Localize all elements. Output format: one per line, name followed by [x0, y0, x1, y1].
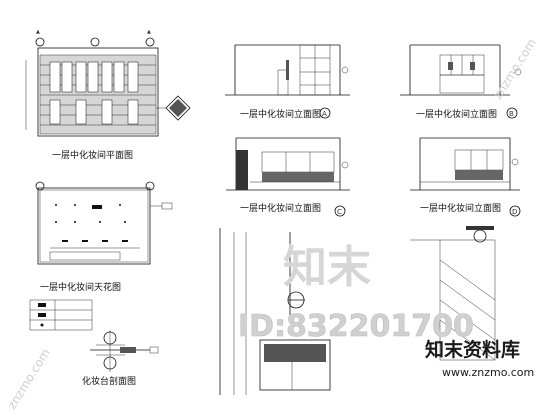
elevation-a-marker: A [322, 110, 327, 118]
elevation-d-marker-circle [509, 205, 521, 217]
ceiling-drawing [35, 181, 173, 265]
watermark-url: www.znzmo.com [442, 366, 534, 379]
legend-table [29, 299, 93, 331]
watermark-big-text: 知末 [283, 242, 371, 293]
section-title: 化妆台剖面图 [82, 375, 136, 387]
detail-drawing [219, 226, 496, 395]
watermark-diagonal-right: znzmo.com [491, 36, 539, 101]
svg-text:▲: ▲ [36, 29, 40, 35]
elevation-c-title: 一层中化妆间立面图 [240, 202, 321, 214]
elevation-d-drawing [410, 137, 520, 191]
elevation-b-drawing [400, 44, 522, 96]
elevation-b-marker: B [509, 110, 514, 118]
elevation-c-marker: C [337, 208, 342, 216]
elevation-d-title: 一层中化妆间立面图 [420, 202, 501, 214]
elevation-a-marker-circle [319, 107, 331, 119]
section-drawing [90, 330, 159, 372]
svg-text:▲: ▲ [147, 29, 151, 35]
elevation-d-marker: D [512, 208, 517, 216]
watermark-diagonal-left: znzmo.com [5, 346, 53, 411]
ceiling-title: 一层中化妆间天花图 [40, 281, 121, 293]
watermark-id-text: ID:832201700 [238, 309, 474, 344]
watermark-brand: 知末资料库 [425, 338, 520, 361]
elevation-a-title: 一层中化妆间立面图 [240, 108, 321, 120]
elevation-c-drawing [226, 137, 350, 191]
plan-drawing: ▲▲ [25, 29, 191, 137]
elevation-a-drawing [225, 44, 350, 96]
elevation-c-marker-circle [334, 205, 346, 217]
elevation-b-title: 一层中化妆间立面图 [416, 108, 497, 120]
plan-title: 一层中化妆间平面图 [52, 149, 133, 161]
elevation-b-marker-circle [506, 107, 518, 119]
